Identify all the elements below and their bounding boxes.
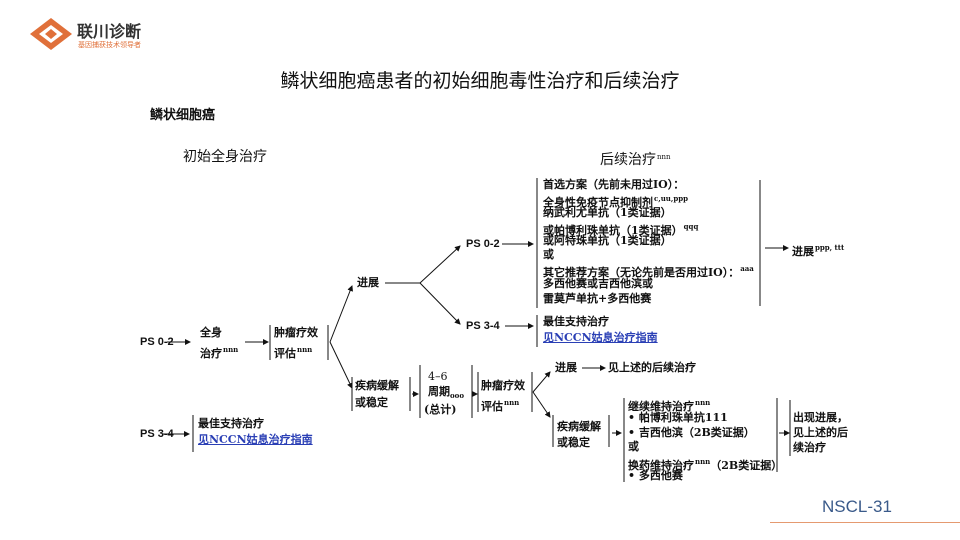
ps-3-4-start: PS 3-4 [140,428,174,440]
best-support-subsequent: 最佳支持治疗 [543,315,609,328]
ps-0-2-subsequent: PS 0-2 [466,238,500,250]
regimen-line: 全身性免疫节点抑制剂c,uu,ppp [543,192,688,210]
see-above-text: 见上述的后续治疗 [608,361,696,374]
column-subsequent-label: 后续治疗 [600,152,656,168]
regimen-text: 或帕博利珠单抗（1类证据） [543,224,683,237]
ps-3-4-subsequent: PS 3-4 [466,320,500,332]
stable-line1: 疾病缓解 [355,379,399,392]
diagram-heading: 鳞状细胞癌 [150,108,216,123]
maintenance-line: • 多西他赛 [628,469,683,483]
best-support-initial: 最佳支持治疗 [198,417,264,430]
response-line1: 肿瘤疗效 [274,326,318,339]
maintenance-text: • 帕博利珠单抗111 [628,411,728,424]
column-subsequent-header: 后续治疗nnn [600,150,671,167]
progression-final-label: 进展 [792,245,814,258]
page-title: 鳞状细胞癌患者的初始细胞毒性治疗和后续治疗 [280,70,680,92]
maintenance-line: • 吉西他滨（2B类证据） [628,426,755,440]
logo-icon [30,18,72,50]
regimen-text: 首选方案（先前未用过IO）： [543,178,685,191]
footnote-sup: aaa [740,264,754,273]
regimen-line: 或阿特珠单抗（1类证据） [543,234,672,248]
progression-node: 进展 [357,276,379,289]
cycles-line2: 周期ooo [428,385,464,403]
maintenance-line: 或 [628,440,639,454]
regimen-line: 雷莫芦单抗+多西他赛 [543,292,651,306]
response2-line2: 评估nnn [481,396,519,414]
maintenance-line: • 帕博利珠单抗111 [628,411,728,425]
maintenance-text: 或 [628,440,639,453]
palliative-guideline-link[interactable]: 见NCCN姑息治疗指南 [543,331,658,344]
footer-divider [770,522,960,523]
footnote-sup: nnn [695,398,711,407]
regimen-line: 或 [543,248,554,262]
response-label: 评估 [481,400,503,413]
footnote-sup: nnn [223,345,239,354]
regimen-text: 全身性免疫节点抑制剂 [543,196,653,209]
final-line1: 出现进展， [793,411,848,424]
progression-final: 进展ppp, ttt [792,241,844,259]
regimen-text: 或 [543,248,554,261]
maintenance-text: • 多西他赛 [628,469,683,482]
maintenance-text: 换药维持治疗 [628,459,694,472]
regimen-line: 首选方案（先前未用过IO）： [543,178,684,192]
cycles-line3: (总计) [424,403,457,416]
footnote-sup: nnn [297,345,313,354]
regimen-line: 其它推荐方案（无论先前是否用过IO）：aaa [543,262,754,280]
footnote-sup: nnn [695,457,711,466]
stable2-line1: 疾病缓解 [557,420,601,433]
progression-second: 进展 [555,361,577,374]
footnote-sup: c,uu,ppp [654,194,688,203]
cycles-line1: 4–6 [428,370,448,383]
regimen-line: 纳武利尤单抗（1类证据） [543,206,672,220]
stable2-line2: 或稳定 [557,436,590,449]
regimen-text: 其它推荐方案（无论先前是否用过IO）： [543,266,740,279]
footnote-sup: ppp, ttt [815,243,845,252]
ps-0-2-start: PS 0-2 [140,336,174,348]
systemic-line2: 治疗nnn [200,343,238,361]
palliative-guideline-link-initial[interactable]: 见NCCN姑息治疗指南 [198,433,313,446]
footnote-sup: nnn [504,398,520,407]
page-number: NSCL-31 [822,497,892,516]
systemic-line1: 全身 [200,326,222,339]
maintenance-line: 继续维持治疗nnn [628,396,710,414]
regimen-text: 或阿特珠单抗（1类证据） [543,234,672,247]
final-line2: 见上述的后 [793,426,848,439]
response-label: 评估 [274,347,296,360]
final-line3: 续治疗 [793,441,826,454]
footnote-sub: ooo [450,391,465,401]
regimen-line: 或帕博利珠单抗（1类证据）qqq [543,220,698,238]
maintenance-text: • 吉西他滨（2B类证据） [628,426,755,439]
footnote-sup: qqq [683,222,699,231]
maintenance-line: 换药维持治疗nnn（2B类证据） [628,455,782,473]
column-initial-header: 初始全身治疗 [183,149,267,165]
regimen-text: 雷莫芦单抗+多西他赛 [543,292,652,305]
regimen-text: 多西他赛或吉西他滨或 [543,277,653,290]
maintenance-text: 继续维持治疗 [628,400,694,413]
footnote-sup: nnn [657,153,671,161]
cycles-label: 周期 [428,385,450,398]
response2-line1: 肿瘤疗效 [481,379,525,392]
logo-tagline: 基因捕获技术领导者 [78,41,141,49]
systemic-label: 治疗 [200,347,222,360]
maintenance-tail: （2B类证据） [710,459,783,472]
regimen-text: 纳武利尤单抗（1类证据） [543,206,672,219]
regimen-line: 多西他赛或吉西他滨或 [543,277,653,291]
logo-name: 联川诊断 [77,22,142,41]
stable-line2: 或稳定 [355,396,388,409]
response-line2: 评估nnn [274,343,312,361]
